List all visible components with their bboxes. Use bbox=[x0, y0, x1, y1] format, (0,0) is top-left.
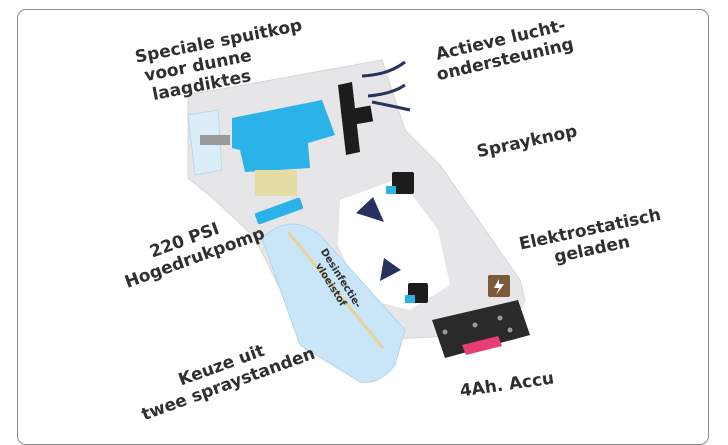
spray-button-indicator bbox=[386, 186, 396, 194]
nozzle-tip bbox=[200, 135, 230, 145]
pump-icon bbox=[255, 170, 297, 196]
mode-switch-indicator bbox=[405, 295, 415, 303]
